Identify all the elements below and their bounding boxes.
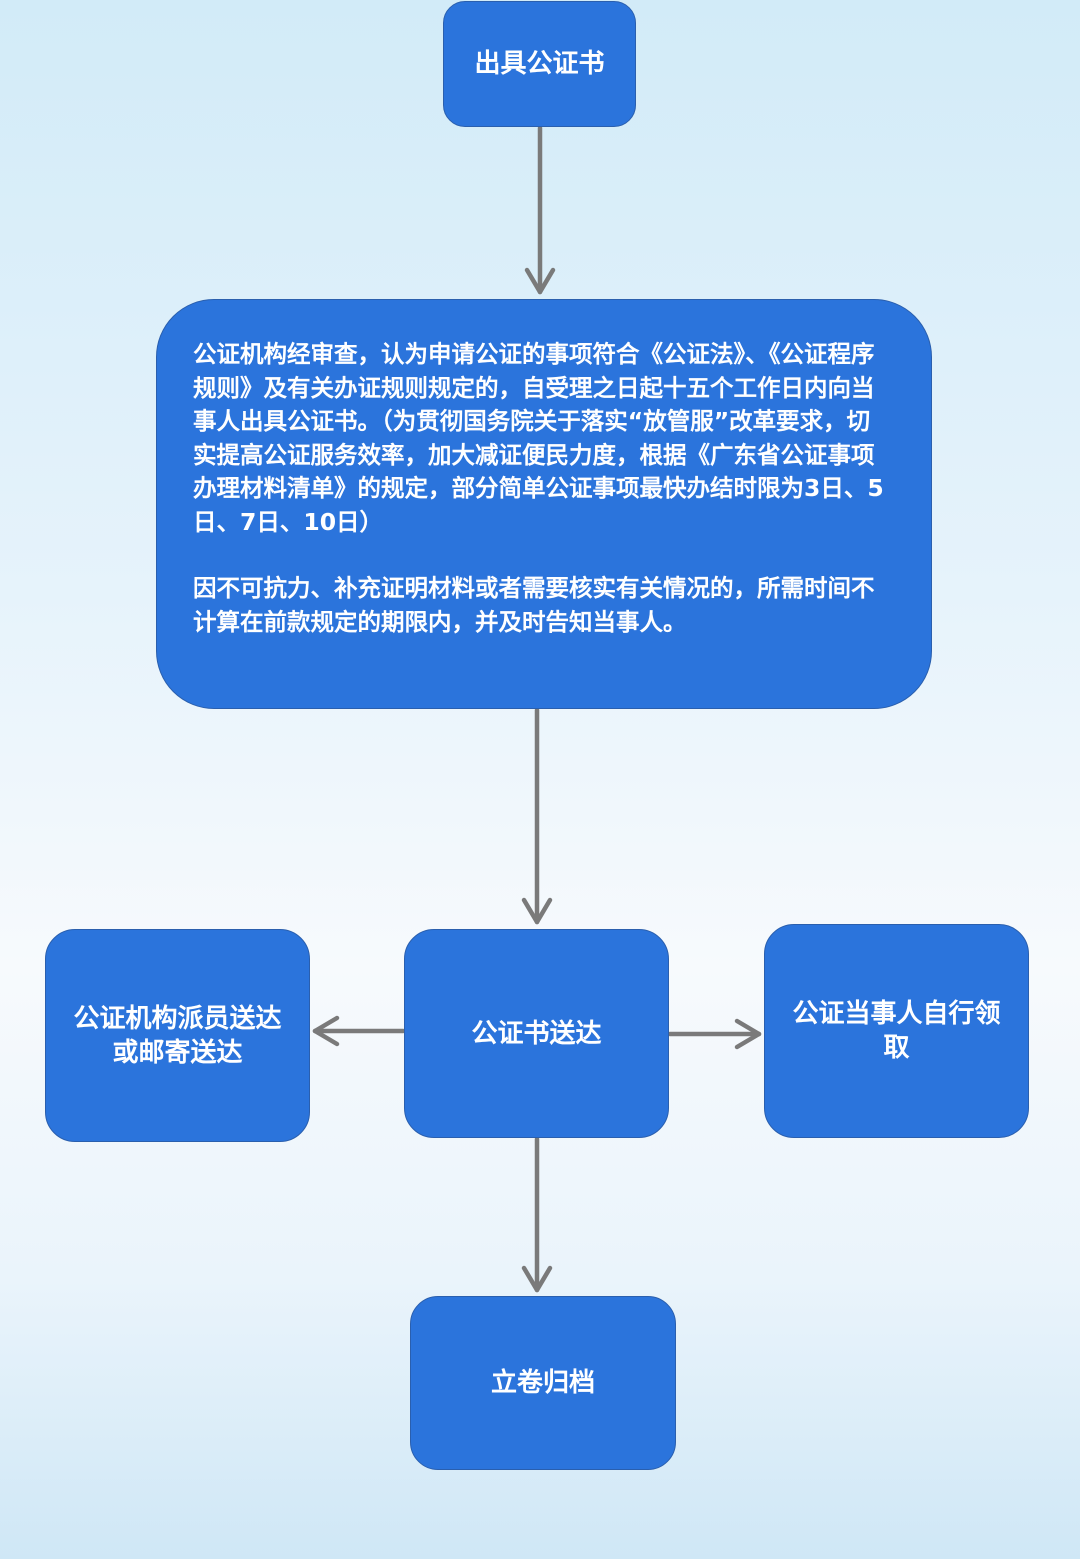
node-archive-label: 立卷归档 bbox=[490, 1368, 595, 1398]
node-agency-delivery: 公证机构派员送达或邮寄送达 bbox=[45, 929, 310, 1142]
arrowhead-delivery-to-archive bbox=[521, 1265, 553, 1293]
arrowhead-issue-to-review bbox=[524, 267, 556, 295]
node-certificate-delivery-label: 公证书送达 bbox=[471, 1018, 602, 1049]
review-paragraph-2: 因不可抗力、补充证明材料或者需要核实有关情况的，所需时间不计算在前款规定的期限内… bbox=[193, 574, 875, 636]
node-issue-certificate-label: 出具公证书 bbox=[474, 49, 605, 79]
node-self-pickup: 公证当事人自行领取 bbox=[764, 924, 1029, 1138]
arrowhead-delivery-to-pickup bbox=[734, 1018, 762, 1050]
node-self-pickup-label: 公证当事人自行领取 bbox=[792, 999, 1001, 1063]
review-paragraph-1: 公证机构经审查，认为申请公证的事项符合《公证法》、《公证程序规则》及有关办证规则… bbox=[193, 340, 884, 536]
node-review-and-issue: 公证机构经审查，认为申请公证的事项符合《公证法》、《公证程序规则》及有关办证规则… bbox=[156, 299, 932, 709]
node-archive: 立卷归档 bbox=[410, 1296, 676, 1470]
node-issue-certificate: 出具公证书 bbox=[443, 1, 636, 127]
arrowhead-review-to-delivery bbox=[521, 897, 553, 925]
node-agency-delivery-label: 公证机构派员送达或邮寄送达 bbox=[73, 1003, 282, 1068]
node-certificate-delivery: 公证书送达 bbox=[404, 929, 669, 1138]
arrowhead-delivery-to-agency bbox=[312, 1015, 340, 1047]
